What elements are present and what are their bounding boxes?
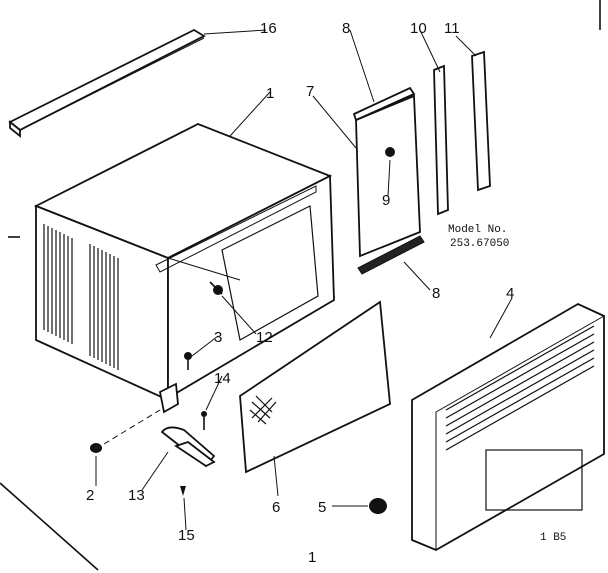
cabinet-part <box>33 123 335 402</box>
filter-mesh <box>249 395 277 425</box>
screw-3 <box>184 352 192 370</box>
corner-code: 1 B5 <box>540 532 566 544</box>
screw-2 <box>90 409 161 453</box>
screw-12 <box>209 281 223 295</box>
label-6: 6 <box>272 499 280 516</box>
strip-10 <box>433 64 449 216</box>
label-8-top: 8 <box>342 20 350 37</box>
label-3: 3 <box>214 329 222 346</box>
label-2: 2 <box>86 487 94 504</box>
louver-grille <box>43 224 119 370</box>
bracket <box>158 382 179 414</box>
seal-8-top <box>352 86 416 122</box>
seal-8-bottom <box>357 235 425 275</box>
part-labels: 16 1 7 8 9 10 11 8 12 3 4 14 2 13 6 5 15… <box>86 20 514 566</box>
screw-15 <box>180 486 186 496</box>
clip-13 <box>160 426 216 468</box>
knob-5 <box>369 498 387 514</box>
label-12: 12 <box>256 329 273 346</box>
model-label: Model No. <box>448 224 507 236</box>
screw-14 <box>201 411 207 430</box>
label-5: 5 <box>318 499 326 516</box>
label-1: 1 <box>266 85 274 102</box>
label-9: 9 <box>382 192 390 209</box>
filter-panel-6 <box>239 300 391 474</box>
top-rail-part <box>8 28 206 138</box>
label-7: 7 <box>306 83 314 100</box>
label-14: 14 <box>214 370 231 387</box>
grille-louvers <box>445 325 595 451</box>
label-11: 11 <box>444 20 460 37</box>
label-13: 13 <box>128 487 145 504</box>
label-bottom-mark: 1 <box>308 549 316 566</box>
model-value: 253.67050 <box>450 238 509 250</box>
label-16: 16 <box>260 20 277 37</box>
label-4: 4 <box>506 285 514 302</box>
label-8-bottom: 8 <box>432 285 440 302</box>
strip-11 <box>471 50 491 192</box>
leader-lines <box>95 29 513 531</box>
label-15: 15 <box>178 527 195 544</box>
front-grille-4 <box>411 302 605 552</box>
model-number: Model No. 253.67050 <box>448 224 509 250</box>
screw-9 <box>385 147 395 157</box>
side-panel-7 <box>355 94 421 258</box>
label-10: 10 <box>410 20 427 37</box>
